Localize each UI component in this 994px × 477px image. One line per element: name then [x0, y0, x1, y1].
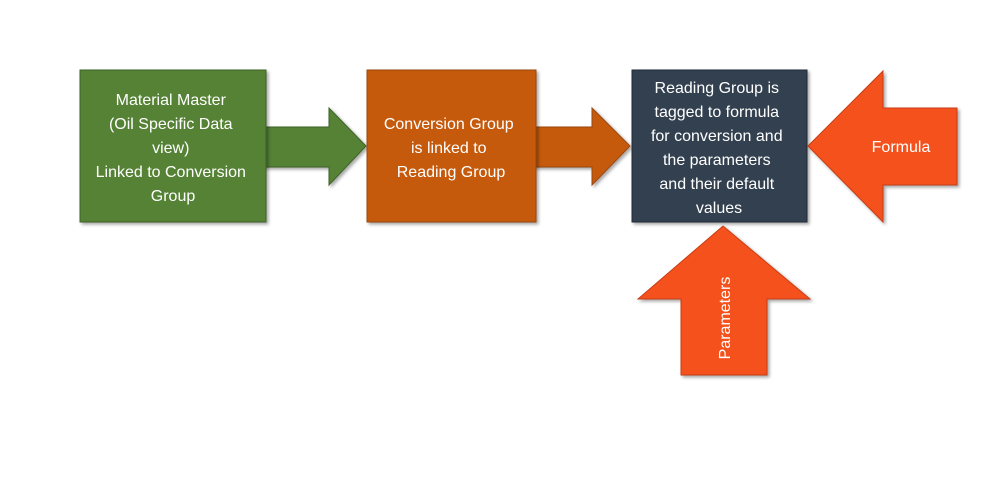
conversion-group-line-1: Conversion Group — [384, 116, 514, 133]
reading-group-line-1: Reading Group is — [655, 80, 780, 97]
arrow-material-to-conversion — [261, 106, 367, 187]
svg-text:Reading Group is tagged to: Reading Group is tagged to formula for c… — [651, 80, 787, 217]
svg-text:Conversion Group is linked: Conversion Group is linked to Reading Gr… — [384, 116, 518, 181]
reading-group-line-5: and their default — [659, 176, 774, 193]
material-master-line-2: (Oil Specific Data — [109, 116, 233, 133]
reading-group-line-4: the parameters — [663, 152, 771, 169]
conversion-group-line-2: is linked to — [411, 140, 487, 157]
svg-text:Material Master (Oil Speci: Material Master (Oil Specific Data view)… — [96, 92, 251, 205]
conversion-group-line-3: Reading Group — [397, 164, 506, 181]
parameters-arrow — [636, 225, 812, 376]
material-master-line-1: Material Master — [116, 92, 227, 109]
reading-group-line-3: for conversion and — [651, 128, 783, 145]
formula-arrow — [807, 69, 958, 224]
material-master-line-3: view) — [152, 140, 189, 157]
reading-group-box — [631, 69, 808, 223]
formula-label: Formula — [872, 139, 931, 156]
conversion-group-box — [366, 69, 537, 223]
material-master-line-5: Group — [151, 188, 196, 205]
material-master-line-4: Linked to Conversion — [96, 164, 246, 181]
reading-group-line-6: values — [696, 200, 742, 217]
reading-group-line-2: tagged to formula — [655, 104, 780, 121]
material-master-box — [79, 69, 267, 223]
parameters-label: Parameters — [717, 277, 734, 360]
arrow-conversion-to-reading — [532, 106, 631, 187]
